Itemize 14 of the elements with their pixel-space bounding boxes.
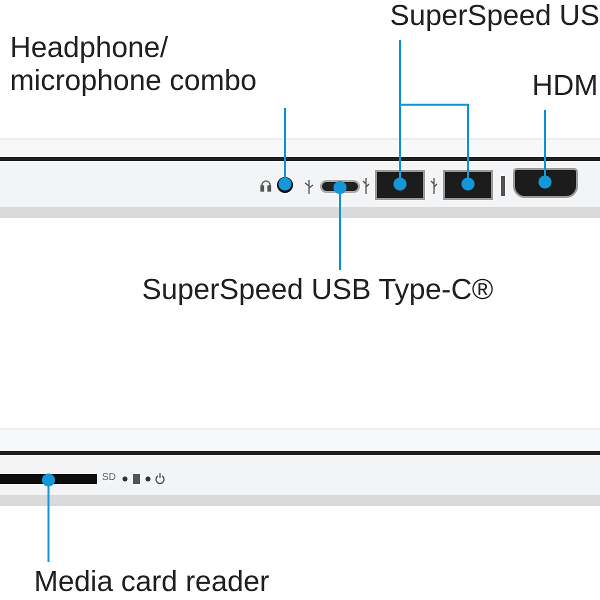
callout-label: Headphone/ microphone combo: [10, 32, 310, 98]
leader-line: [42, 474, 55, 562]
port-marking: SD: [102, 472, 116, 484]
leader-line: [334, 181, 346, 270]
usb-port: [375, 170, 425, 200]
callout-label: HDM: [532, 70, 600, 103]
leader-line: [399, 40, 474, 190]
callout-label: SuperSpeed USB Type-C®: [142, 274, 562, 307]
hdmi-port: [513, 168, 578, 198]
callout-label: Media card reader: [34, 566, 334, 599]
callout-label: SuperSpeed US: [390, 0, 600, 33]
leader-line: [278, 108, 292, 190]
leader-line: [538, 110, 552, 188]
usb-port: [443, 170, 493, 200]
